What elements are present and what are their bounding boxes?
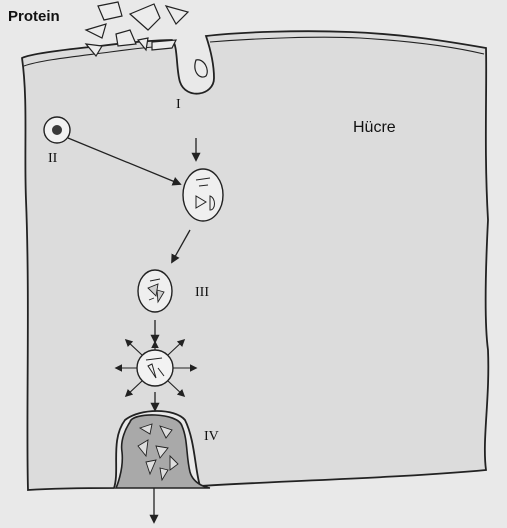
digestion-vesicle: [137, 350, 173, 386]
protein-fragment: [98, 2, 122, 20]
protein-fragment: [152, 40, 176, 50]
cell-label: Hücre: [353, 120, 396, 136]
stage-4-label: IV: [204, 430, 219, 444]
protein-fragment: [166, 6, 188, 24]
protein-fragment: [195, 60, 207, 77]
protein-fragment: [116, 30, 136, 46]
stage-3-label: III: [195, 286, 209, 300]
stage-1-label: I: [176, 98, 181, 112]
lysosome-core: [52, 125, 62, 135]
protein-fragment: [86, 24, 106, 38]
stage-2-label: II: [48, 152, 57, 166]
cell-membrane: [22, 31, 488, 490]
protein-label: Protein: [8, 9, 60, 24]
protein-fragment: [130, 4, 160, 30]
phagosome-vesicle: [183, 169, 223, 221]
